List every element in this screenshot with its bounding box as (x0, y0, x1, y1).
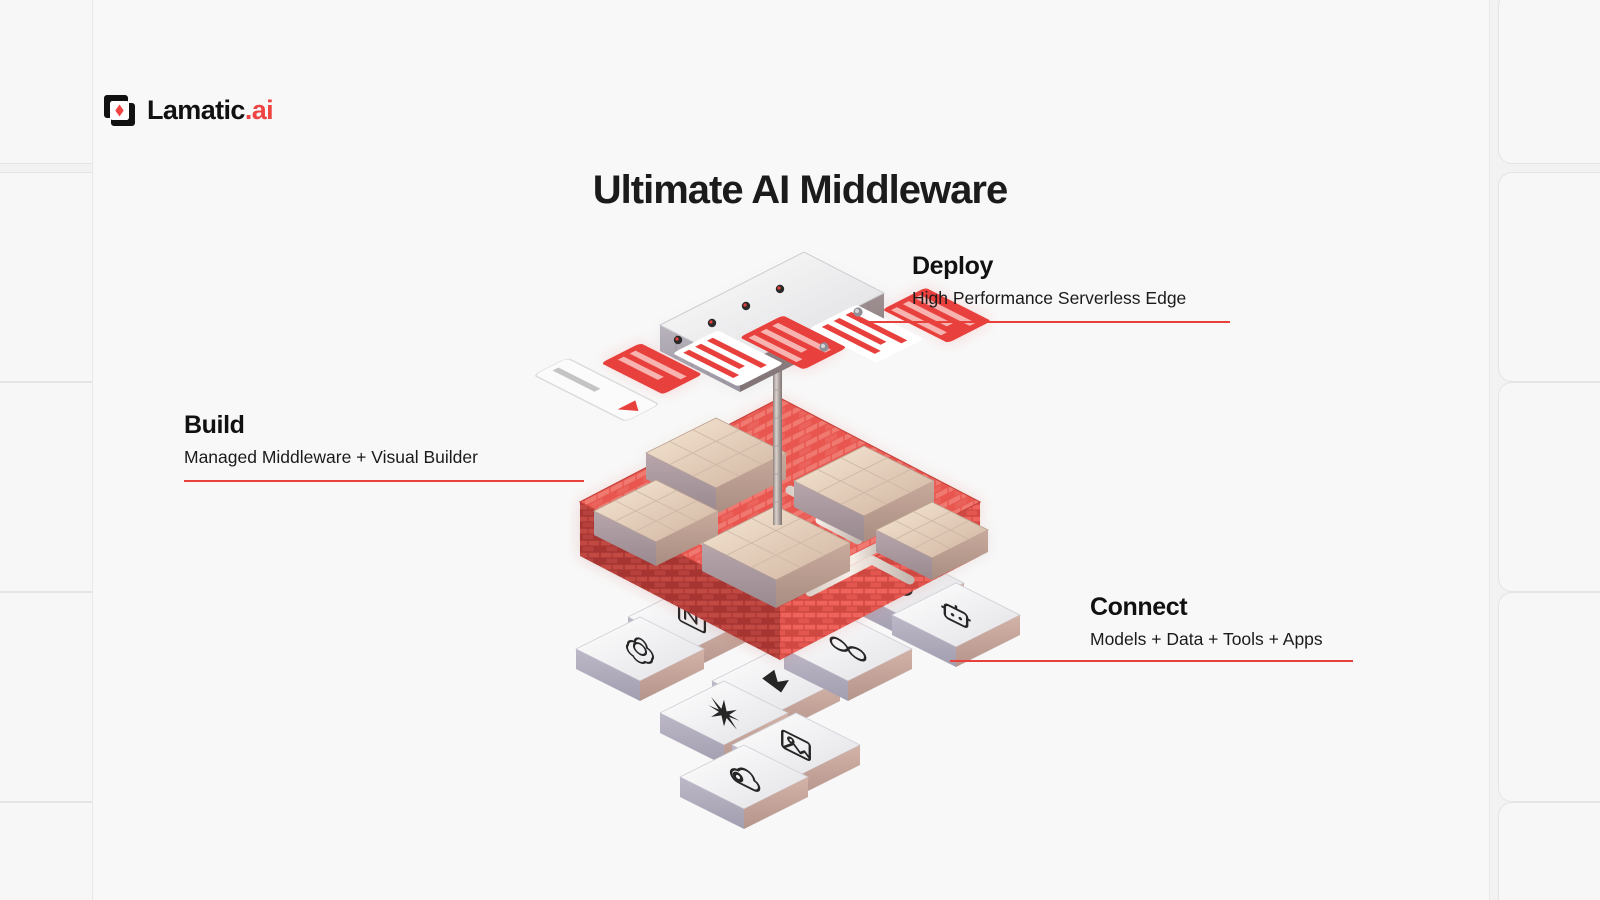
grid-cell (0, 802, 106, 900)
brand-name: Lamatic.ai (147, 95, 274, 125)
robot-icon (941, 603, 971, 628)
deploy-device-slab (535, 251, 990, 421)
device-sensor-dots (673, 284, 863, 352)
cloud-gear-icon (729, 767, 761, 792)
leader-line-deploy (860, 321, 1230, 323)
grid-cell (1498, 592, 1600, 802)
callout-deploy-subtitle: High Performance Serverless Edge (912, 287, 1187, 308)
chat-bubble-user (741, 316, 846, 369)
callout-connect-subtitle: Models + Data + Tools + Apps (1090, 628, 1323, 649)
build-blocks (592, 417, 990, 608)
isometric-stack-illustration (480, 240, 1100, 829)
lamatic-diamond-logo-icon (103, 94, 136, 127)
chat-bubble-assistant (810, 305, 923, 362)
openai-icon (625, 637, 655, 664)
grid-cell (0, 172, 106, 382)
background-grid-right (1490, 0, 1600, 900)
brand-logo[interactable]: Lamatic.ai (103, 94, 274, 127)
infinity-icon (829, 636, 867, 662)
chat-input-bar (535, 358, 658, 421)
grid-cell (0, 0, 106, 164)
leader-line-connect (950, 660, 1353, 662)
callout-build: Build Managed Middleware + Visual Builde… (184, 411, 478, 469)
grid-cell (0, 592, 106, 802)
spark-icon (708, 696, 740, 730)
page-title: Ultimate AI Middleware (592, 168, 1008, 212)
callout-deploy: Deploy High Performance Serverless Edge (912, 252, 1186, 310)
grid-cell (1498, 802, 1600, 900)
chat-bubble-user (602, 344, 701, 394)
grid-cell (1498, 0, 1600, 164)
grid-cell (1498, 172, 1600, 382)
leader-line-build (184, 480, 584, 482)
callout-deploy-title: Deploy (912, 252, 993, 280)
callout-build-title: Build (184, 411, 245, 439)
chat-screen (535, 288, 990, 421)
callout-build-subtitle: Managed Middleware + Visual Builder (184, 446, 478, 467)
grid-cell (1498, 382, 1600, 592)
image-icon (781, 729, 811, 762)
chat-bubble-assistant (674, 331, 782, 386)
background-grid-left (0, 0, 106, 900)
vercel-icon (762, 669, 789, 693)
callout-connect-title: Connect (1090, 593, 1188, 621)
grid-cell (0, 382, 106, 592)
connector-stem (773, 365, 782, 525)
callout-connect: Connect Models + Data + Tools + Apps (1090, 593, 1323, 651)
